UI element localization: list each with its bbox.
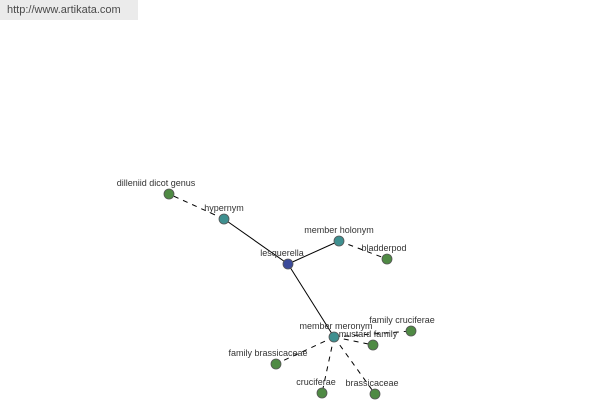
node-bladderpod[interactable] (381, 253, 393, 265)
node-hypernym[interactable] (218, 213, 230, 225)
node-cruciferae[interactable] (316, 387, 328, 399)
edge-hypernym-to-dilleniid-dicot-genus (168, 193, 225, 220)
edge-member-meronym-to-brassicaceae (333, 336, 376, 395)
label-dilleniid-dicot-genus[interactable]: dilleniid dicot genus (117, 178, 196, 188)
url-bar: http://www.artikata.com (0, 0, 138, 20)
label-cruciferae[interactable]: cruciferae (296, 377, 336, 387)
edge-layer (168, 193, 412, 395)
edge-member-meronym-to-mustard-family (333, 336, 374, 346)
label-layer: lesquerella hypernym member holonym member … (117, 178, 435, 388)
edge-lesquerella-to-member-meronym (287, 263, 335, 338)
label-member-holonym[interactable]: member holonym (304, 225, 374, 235)
label-family-brassicaceae[interactable]: family brassicaceae (228, 348, 307, 358)
edge-lesquerella-to-member-holonym (287, 240, 340, 265)
node-member-meronym[interactable] (328, 331, 340, 343)
node-family-brassicaceae[interactable] (270, 358, 282, 370)
node-dilleniid-dicot-genus[interactable] (163, 188, 175, 200)
label-family-cruciferae[interactable]: family cruciferae (369, 315, 435, 325)
edge-lesquerella-to-hypernym (223, 218, 289, 265)
label-bladderpod[interactable]: bladderpod (361, 243, 406, 253)
label-hypernym[interactable]: hypernym (204, 203, 244, 213)
node-lesquerella[interactable] (282, 258, 294, 270)
site-url[interactable]: http://www.artikata.com (7, 4, 121, 16)
node-mustard-family[interactable] (367, 339, 379, 351)
node-brassicaceae[interactable] (369, 388, 381, 400)
edge-member-meronym-to-family-cruciferae (333, 330, 412, 338)
label-lesquerella[interactable]: lesquerella (260, 248, 304, 258)
label-brassicaceae[interactable]: brassicaceae (345, 378, 398, 388)
node-layer (163, 188, 417, 400)
node-member-holonym[interactable] (333, 235, 345, 247)
edge-member-meronym-to-family-brassicaceae (275, 336, 335, 365)
label-member-meronym[interactable]: member meronym (299, 321, 372, 331)
label-mustard-family[interactable]: mustard family (339, 329, 398, 339)
node-family-cruciferae[interactable] (405, 325, 417, 337)
edge-member-holonym-to-bladderpod (338, 240, 388, 260)
